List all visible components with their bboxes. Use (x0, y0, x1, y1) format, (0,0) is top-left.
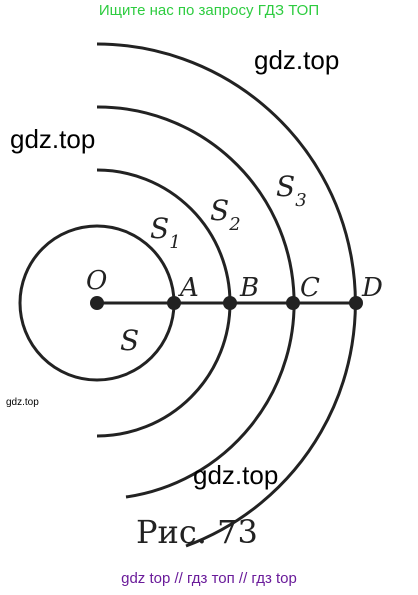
watermark-top-right: gdz.top (254, 45, 339, 75)
point-a (167, 296, 181, 310)
point-o (90, 296, 104, 310)
label-a: A (178, 273, 199, 303)
arc-s3 (96, 42, 357, 548)
arc-s2 (96, 105, 296, 499)
label-s: S (120, 324, 139, 357)
label-o: O (86, 266, 107, 296)
label-b: B (239, 273, 259, 303)
label-s2: S2 (210, 194, 241, 235)
figure-caption: Рис. 73 (136, 513, 258, 551)
point-c (286, 296, 300, 310)
label-s1: S1 (150, 212, 181, 253)
point-b (223, 296, 237, 310)
watermark-upper-left: gdz.top (10, 124, 95, 154)
top-banner: Ищите нас по запросу ГДЗ ТОП (98, 2, 320, 19)
point-d (349, 296, 363, 310)
label-c: C (300, 273, 320, 303)
watermark-bottom-center: gdz.top (193, 460, 278, 490)
watermark-small-left: gdz.top (6, 397, 39, 408)
label-d: D (361, 273, 383, 303)
label-s3: S3 (276, 170, 307, 211)
bottom-footer: gdz top // гдз топ // гдз top (121, 570, 297, 587)
